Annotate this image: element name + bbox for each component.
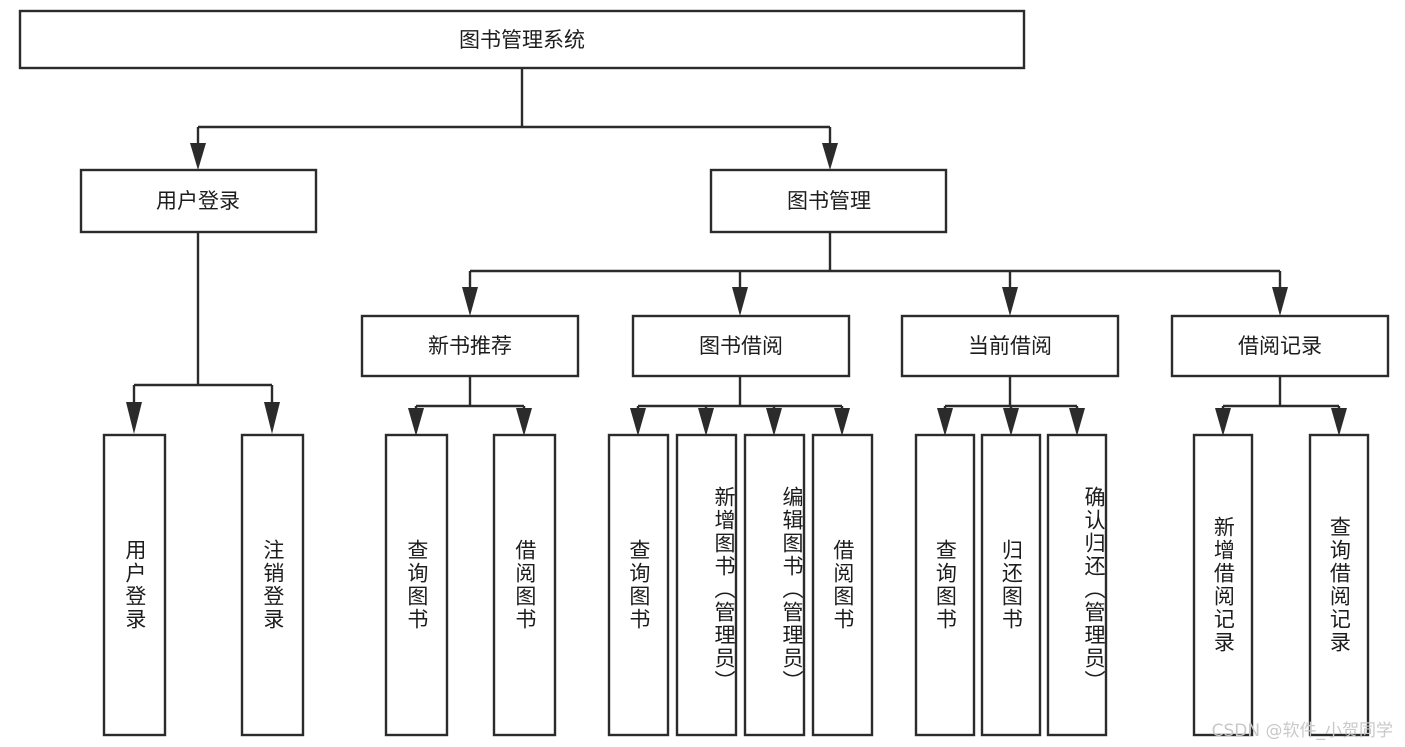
node-user-login[interactable] [79, 168, 318, 234]
leaf-book-borrow-0[interactable] [607, 433, 670, 737]
leaf-book-borrow-3[interactable] [811, 433, 874, 737]
node-new-book-recommend-label: 新书推荐 [428, 334, 512, 358]
arrow-user-login [190, 143, 206, 170]
leaf-user-login-0[interactable] [102, 433, 167, 737]
node-current-borrow[interactable] [900, 314, 1120, 378]
watermark: CSDN @软件_小贺同学 [1211, 721, 1393, 741]
arrow-new-book [462, 287, 478, 316]
node-new-book-recommend[interactable] [360, 314, 580, 378]
arrow-leaf-book-borrow-1 [698, 408, 714, 436]
leaf-new-book-1[interactable] [492, 433, 557, 737]
node-book-borrow-label: 图书借阅 [699, 334, 783, 358]
arrow-leaf-current-borrow-0 [937, 408, 953, 436]
arrow-leaf-book-borrow-0 [630, 408, 646, 436]
arrow-leaf-new-book-0 [408, 408, 424, 436]
arrow-leaf-user-login-0 [126, 402, 142, 434]
arrow-leaf-user-login-1 [264, 402, 280, 434]
node-user-login-label: 用户登录 [156, 189, 240, 213]
node-borrow-record[interactable] [1170, 314, 1390, 378]
node-current-borrow-label: 当前借阅 [968, 334, 1052, 358]
leaf-borrow-record-0[interactable] [1192, 433, 1254, 737]
node-borrow-record-label: 借阅记录 [1238, 334, 1322, 358]
arrow-leaf-new-book-1 [516, 408, 532, 436]
leaf-new-book-0[interactable] [384, 433, 449, 737]
leaf-borrow-record-1[interactable] [1308, 433, 1370, 737]
node-book-borrow[interactable] [631, 314, 851, 378]
arrow-leaf-borrow-record-0 [1215, 408, 1231, 436]
leaf-book-borrow-2[interactable] [743, 433, 806, 737]
arrow-leaf-current-borrow-2 [1069, 408, 1085, 436]
node-book-manage[interactable] [709, 168, 948, 234]
arrow-book-manage [822, 143, 838, 170]
arrow-current-borrow [1002, 287, 1018, 316]
arrow-book-borrow [732, 287, 748, 316]
arrow-leaf-book-borrow-2 [766, 408, 782, 436]
connector-group [126, 68, 1347, 436]
arrow-leaf-current-borrow-1 [1003, 408, 1019, 436]
leaf-book-borrow-1[interactable] [675, 433, 738, 737]
leaf-current-borrow-1[interactable] [980, 433, 1042, 737]
arrow-leaf-book-borrow-3 [834, 408, 850, 436]
node-book-manage-label: 图书管理 [787, 189, 871, 213]
arrow-leaf-borrow-record-1 [1331, 408, 1347, 436]
node-root-label: 图书管理系统 [459, 28, 585, 52]
arrow-borrow-record [1272, 287, 1288, 316]
leaf-current-borrow-2[interactable] [1046, 433, 1108, 737]
leaf-user-login-1[interactable] [240, 433, 305, 737]
node-root[interactable] [18, 9, 1026, 70]
leaf-current-borrow-0[interactable] [914, 433, 976, 737]
